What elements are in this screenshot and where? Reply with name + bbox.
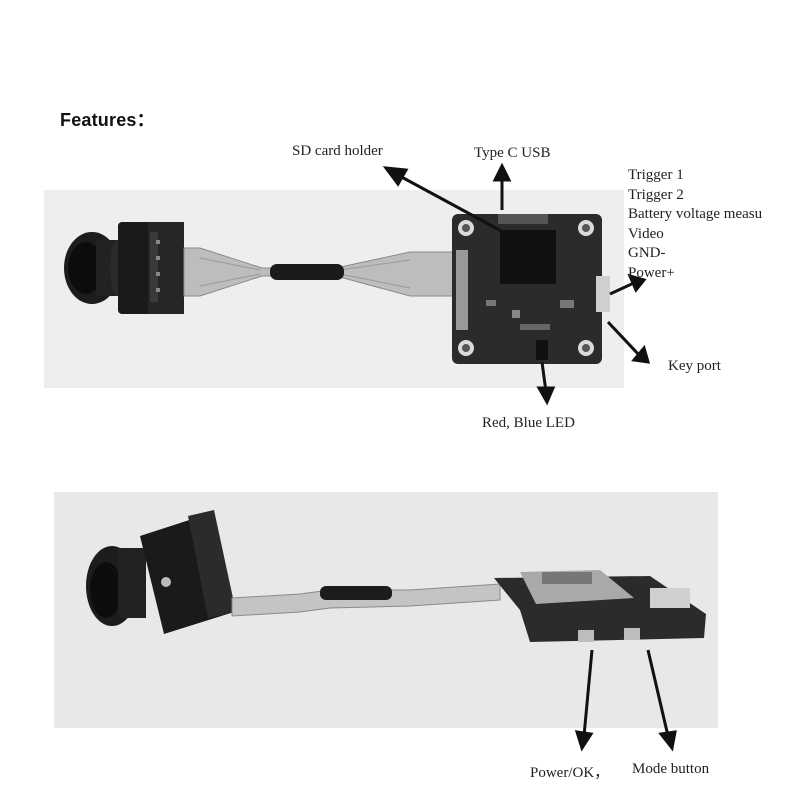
flex-cable-top xyxy=(183,247,457,297)
pcb-board-top xyxy=(452,214,610,364)
mode-button-label: Mode button xyxy=(632,761,710,777)
annotation-arrows-bottom xyxy=(574,649,677,752)
pcb-board-bottom xyxy=(494,570,706,642)
sd-card-holder-label: SD card holder xyxy=(292,143,383,159)
pin-label-trigger-2: Trigger 2 xyxy=(628,186,684,203)
annotation-arrows-top xyxy=(382,162,651,406)
camera-lens-bottom xyxy=(86,546,146,626)
features-heading: Features： xyxy=(60,110,155,130)
pin-label-gnd: GND- xyxy=(628,245,666,261)
power-ok-label: Power/OK， xyxy=(530,765,610,781)
type-c-usb-label: Type C USB xyxy=(474,145,551,161)
key-port-label: Key port xyxy=(668,358,721,374)
pin-label-trigger-1: Trigger 1 xyxy=(628,167,684,183)
pin-label-video: Video xyxy=(628,225,664,242)
red-blue-led-label: Red, Blue LED xyxy=(482,415,575,431)
camera-body-bottom xyxy=(140,510,236,634)
camera-lens-top xyxy=(64,232,126,304)
pin-label-battery-voltage: Battery voltage measu xyxy=(628,206,763,222)
flex-cable-bottom xyxy=(231,583,501,617)
camera-body-top xyxy=(118,222,184,314)
pin-label-power: Power+ xyxy=(628,264,675,281)
pin-labels: Trigger 1 Trigger 2 Battery voltage meas… xyxy=(628,166,800,283)
